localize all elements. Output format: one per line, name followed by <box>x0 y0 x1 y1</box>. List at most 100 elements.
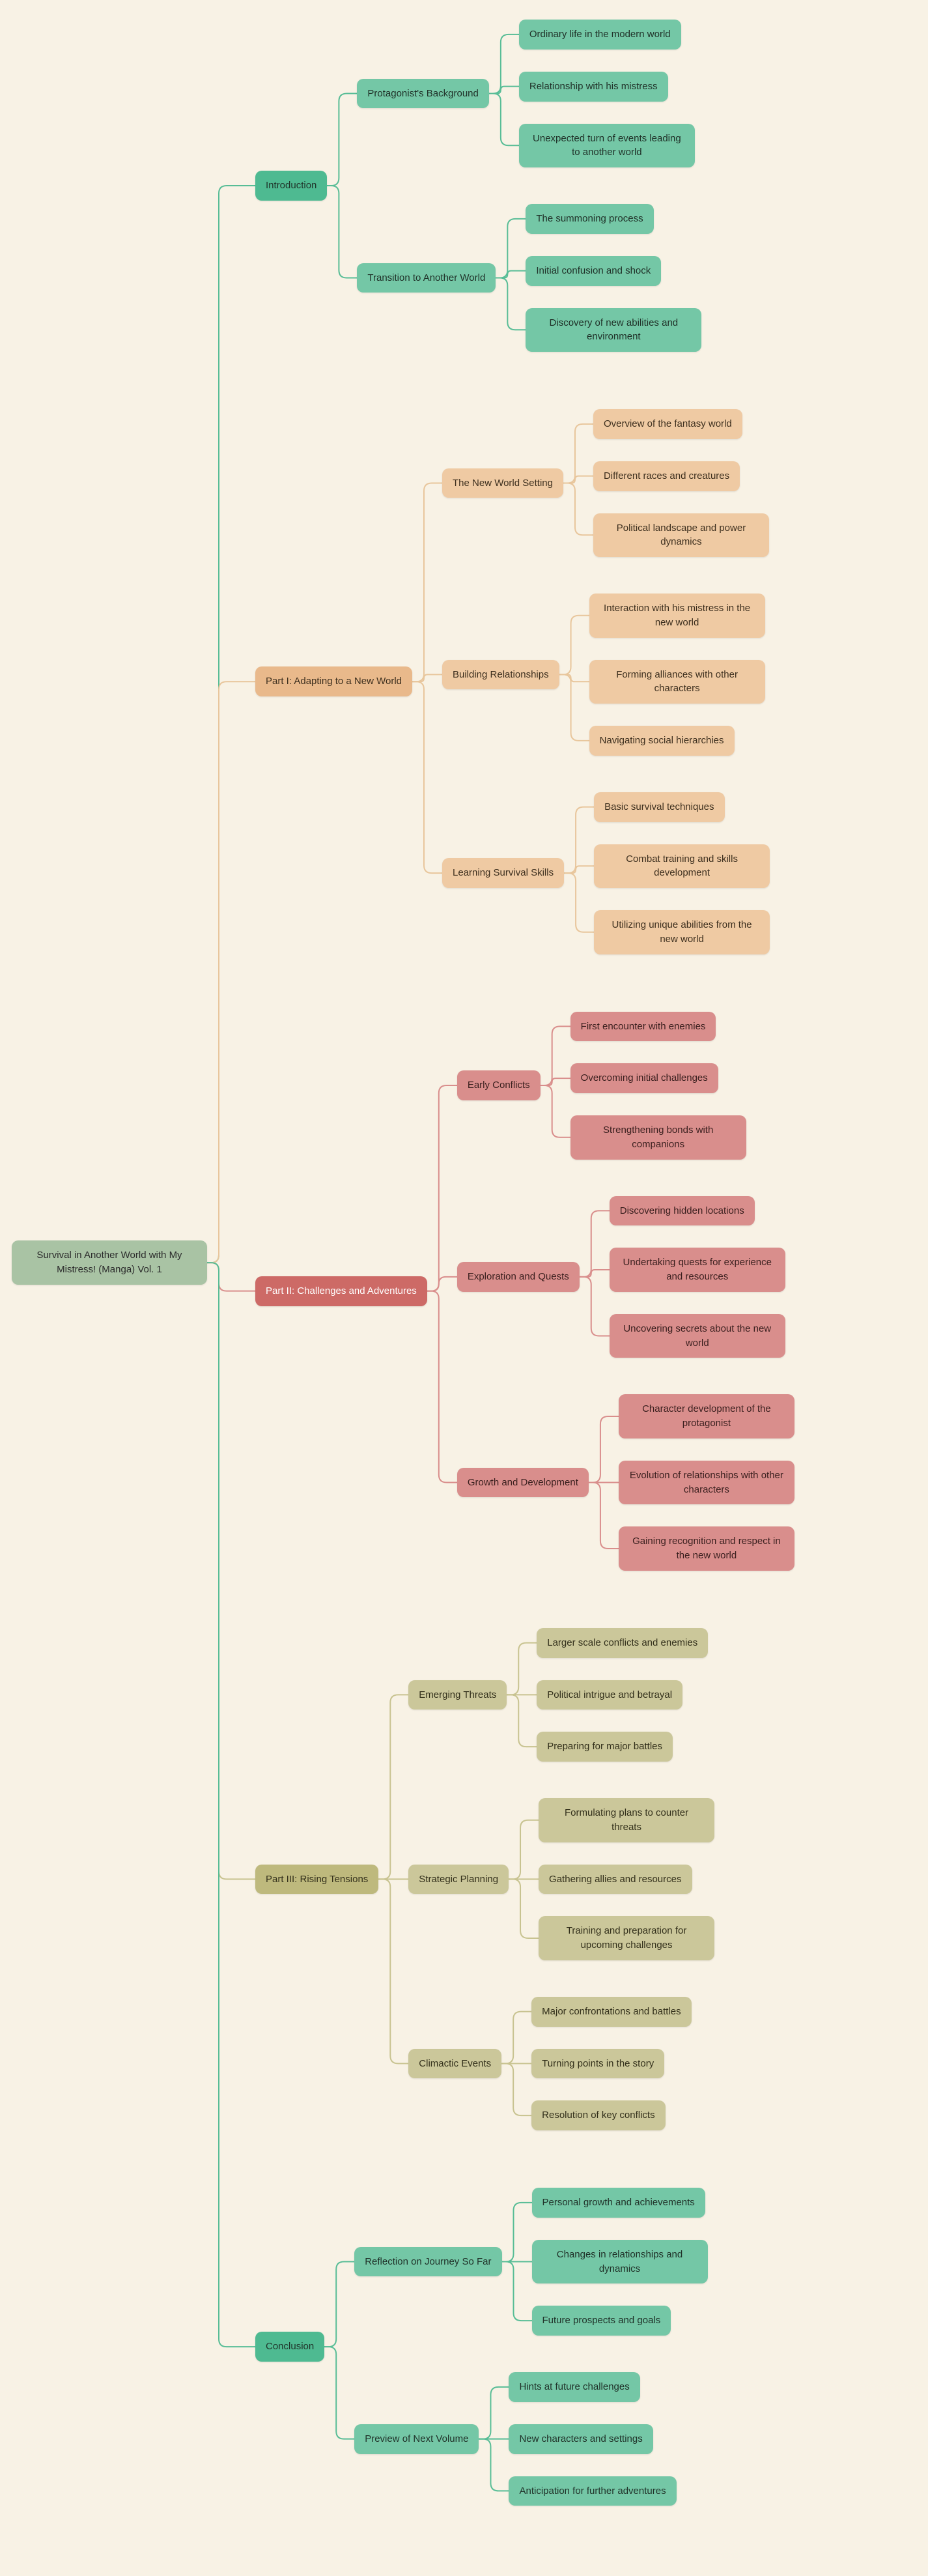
mindmap-node[interactable]: Climactic Events <box>408 2048 502 2079</box>
subtree: Changes in relationships and dynamics <box>531 2239 708 2284</box>
mindmap-node[interactable]: Resolution of key conflicts <box>531 2100 666 2130</box>
subtree: Preview of Next Volume Hints at future ch… <box>354 2372 707 2506</box>
subtree: Different races and creatures <box>593 461 769 491</box>
mindmap-node[interactable]: Introduction <box>255 171 328 201</box>
mindmap-node[interactable]: Character development of the protagonist <box>618 1394 794 1438</box>
children-group: Introduction Protagonist's Background Ordi… <box>255 20 794 2506</box>
subtree: Growth and Development Character developm… <box>457 1394 794 1571</box>
mindmap-node[interactable]: Future prospects and goals <box>531 2306 671 2336</box>
mindmap-node[interactable]: Combat training and skills development <box>594 844 770 888</box>
subtree: Reflection on Journey So Far Personal gro… <box>354 2188 708 2336</box>
mindmap-node[interactable]: Relationship with his mistress <box>518 71 668 102</box>
mindmap-node[interactable]: Building Relationships <box>442 659 559 690</box>
subtree: Character development of the protagonist <box>618 1394 794 1438</box>
mindmap-node[interactable]: Gaining recognition and respect in the n… <box>618 1526 794 1571</box>
mindmap-node[interactable]: The New World Setting <box>442 468 563 498</box>
mindmap-node[interactable]: Strategic Planning <box>408 1864 509 1895</box>
subtree: Transition to Another World The summoning… <box>357 204 702 352</box>
mindmap-node[interactable]: Overcoming initial challenges <box>570 1063 718 1093</box>
mindmap-node[interactable]: Early Conflicts <box>457 1070 541 1100</box>
mindmap-node[interactable]: Larger scale conflicts and enemies <box>537 1627 709 1658</box>
mindmap-node[interactable]: Navigating social hierarchies <box>589 726 735 756</box>
mindmap-node[interactable]: Different races and creatures <box>593 461 740 491</box>
subtree: Part II: Challenges and Adventures Early … <box>255 1011 794 1571</box>
mindmap-node[interactable]: Strengthening bonds with companions <box>570 1115 746 1160</box>
subtree: Political intrigue and betrayal <box>537 1680 708 1710</box>
mindmap-node[interactable]: Ordinary life in the modern world <box>518 20 681 50</box>
subtree: Relationship with his mistress <box>518 71 695 102</box>
subtree: Conclusion Reflection on Journey So Far Pe… <box>255 2188 794 2506</box>
mindmap-node[interactable]: Gathering allies and resources <box>539 1864 692 1895</box>
mindmap-node[interactable]: Discovery of new abilities and environme… <box>526 308 702 352</box>
mindmap-node[interactable]: Preview of Next Volume <box>354 2424 479 2454</box>
subtree: Initial confusion and shock <box>526 255 701 286</box>
subtree: Larger scale conflicts and enemies <box>537 1627 709 1658</box>
mindmap-node[interactable]: Overview of the fantasy world <box>593 409 742 439</box>
mindmap-node[interactable]: Conclusion <box>255 2332 325 2362</box>
subtree: Strengthening bonds with companions <box>570 1115 746 1160</box>
mindmap-node[interactable]: Exploration and Quests <box>457 1262 580 1292</box>
mindmap-node[interactable]: Part I: Adapting to a New World <box>255 666 412 697</box>
mindmap-root-node[interactable]: Survival in Another World with My Mistre… <box>12 1240 207 1285</box>
subtree: First encounter with enemies <box>570 1011 746 1042</box>
mindmap-node[interactable]: Major confrontations and battles <box>531 1996 692 2027</box>
subtree: Exploration and Quests Discovering hidden… <box>457 1195 794 1358</box>
mindmap-node[interactable]: Formulating plans to counter threats <box>539 1798 715 1842</box>
subtree: Undertaking quests for experience and re… <box>609 1248 785 1292</box>
mindmap-node[interactable]: Undertaking quests for experience and re… <box>609 1248 785 1292</box>
mindmap-node[interactable]: Anticipation for further adventures <box>509 2476 677 2506</box>
mindmap-node[interactable]: Evolution of relationships with other ch… <box>618 1460 794 1505</box>
mindmap-node[interactable]: Utilizing unique abilities from the new … <box>594 910 770 954</box>
subtree: Formulating plans to counter threats <box>539 1798 715 1842</box>
subtree: Discovery of new abilities and environme… <box>526 308 702 352</box>
subtree: Unexpected turn of events leading to ano… <box>518 123 695 167</box>
mindmap-node[interactable]: Emerging Threats <box>408 1680 507 1710</box>
children-group: Reflection on Journey So Far Personal gro… <box>354 2188 708 2506</box>
mindmap-node[interactable]: Uncovering secrets about the new world <box>609 1313 785 1358</box>
mindmap-node[interactable]: New characters and settings <box>509 2424 653 2454</box>
mindmap-node[interactable]: Turning points in the story <box>531 2048 665 2079</box>
subtree: New characters and settings <box>509 2424 676 2454</box>
mindmap-node[interactable]: Forming alliances with other characters <box>589 659 765 704</box>
subtree: Training and preparation for upcoming ch… <box>539 1916 715 1960</box>
mindmap-node[interactable]: Preparing for major battles <box>537 1732 673 1762</box>
mindmap-node[interactable]: Political landscape and power dynamics <box>593 513 769 557</box>
mindmap-node[interactable]: The summoning process <box>526 204 654 234</box>
children-group: Protagonist's Background Ordinary life in… <box>357 20 702 352</box>
mindmap-node[interactable]: First encounter with enemies <box>570 1011 716 1042</box>
mindmap-node[interactable]: Interaction with his mistress in the new… <box>589 594 765 638</box>
subtree: Strategic Planning Formulating plans to c… <box>408 1798 715 1960</box>
subtree: Early Conflicts First encounter with enem… <box>457 1011 794 1160</box>
subtree: Learning Survival Skills Basic survival t… <box>442 792 770 954</box>
children-group: Character development of the protagonist… <box>618 1394 794 1571</box>
mindmap-node[interactable]: Part II: Challenges and Adventures <box>255 1276 427 1306</box>
mindmap-node[interactable]: Unexpected turn of events leading to ano… <box>518 123 695 167</box>
mindmap-node[interactable]: Protagonist's Background <box>357 78 489 109</box>
mindmap-node[interactable]: Growth and Development <box>457 1467 589 1498</box>
mindmap-node[interactable]: Transition to Another World <box>357 263 496 293</box>
mindmap-node[interactable]: Personal growth and achievements <box>531 2188 705 2218</box>
mindmap-node[interactable]: Learning Survival Skills <box>442 858 565 888</box>
mindmap-node[interactable]: Changes in relationships and dynamics <box>531 2239 708 2284</box>
mindmap-node[interactable]: Basic survival techniques <box>594 792 725 822</box>
mindmap-node[interactable]: Training and preparation for upcoming ch… <box>539 1916 715 1960</box>
subtree: Hints at future challenges <box>509 2372 676 2402</box>
mindmap-node[interactable]: Part III: Rising Tensions <box>255 1864 379 1895</box>
mindmap-canvas: Survival in Another World with My Mistre… <box>12 20 794 2506</box>
subtree: Uncovering secrets about the new world <box>609 1313 785 1358</box>
mindmap-node[interactable]: Hints at future challenges <box>509 2372 640 2402</box>
mindmap-node[interactable]: Initial confusion and shock <box>526 255 662 286</box>
subtree: Overcoming initial challenges <box>570 1063 746 1093</box>
mindmap-node[interactable]: Discovering hidden locations <box>609 1195 755 1226</box>
mindmap-node[interactable]: Reflection on Journey So Far <box>354 2246 502 2277</box>
subtree: Major confrontations and battles <box>531 1996 692 2027</box>
subtree: Forming alliances with other characters <box>589 659 765 704</box>
mindmap-node[interactable]: Political intrigue and betrayal <box>537 1680 683 1710</box>
